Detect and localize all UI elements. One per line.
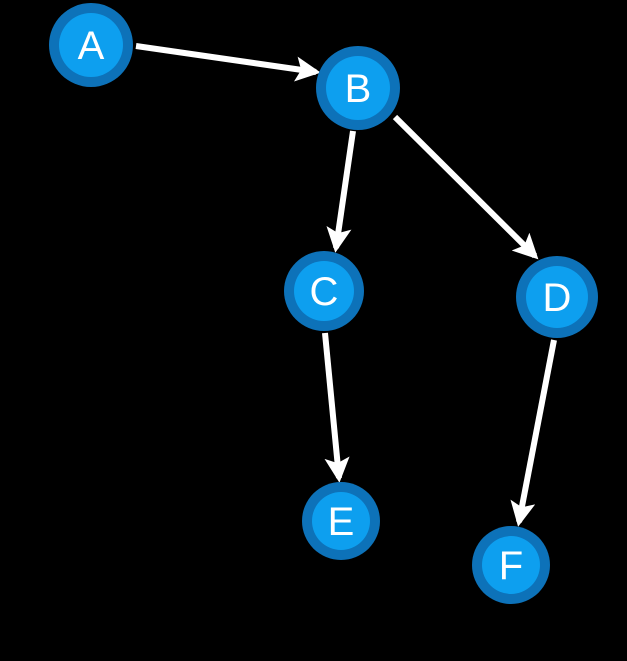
graph-node-d[interactable]: D [516, 256, 598, 338]
node-fill-e [312, 492, 370, 550]
graph-node-c[interactable]: C [284, 251, 364, 331]
graph-edge-a-b[interactable] [135, 43, 321, 82]
node-fill-f [482, 536, 540, 594]
node-label-f: F [499, 544, 523, 588]
graph-node-f[interactable]: F [472, 526, 550, 604]
node-label-c: C [310, 270, 339, 314]
node-fill-b [326, 56, 390, 120]
graph-edge-b-d[interactable] [392, 114, 539, 260]
node-fill-d [526, 266, 588, 328]
graph-edge-b-c[interactable] [326, 130, 356, 253]
graph-node-b[interactable]: B [316, 46, 400, 130]
node-label-a: A [78, 24, 105, 68]
node-label-e: E [328, 500, 355, 544]
node-label-b: B [345, 67, 372, 111]
node-fill-a [59, 13, 123, 77]
graph-edge-c-e[interactable] [322, 332, 350, 483]
edges-layer [135, 43, 557, 527]
graph-node-e[interactable]: E [302, 482, 380, 560]
node-fill-c [294, 261, 354, 321]
graph-edge-d-f[interactable] [510, 339, 557, 527]
graph-node-a[interactable]: A [49, 3, 133, 87]
nodes-layer: A B C D E F [49, 3, 598, 604]
node-label-d: D [543, 276, 572, 320]
